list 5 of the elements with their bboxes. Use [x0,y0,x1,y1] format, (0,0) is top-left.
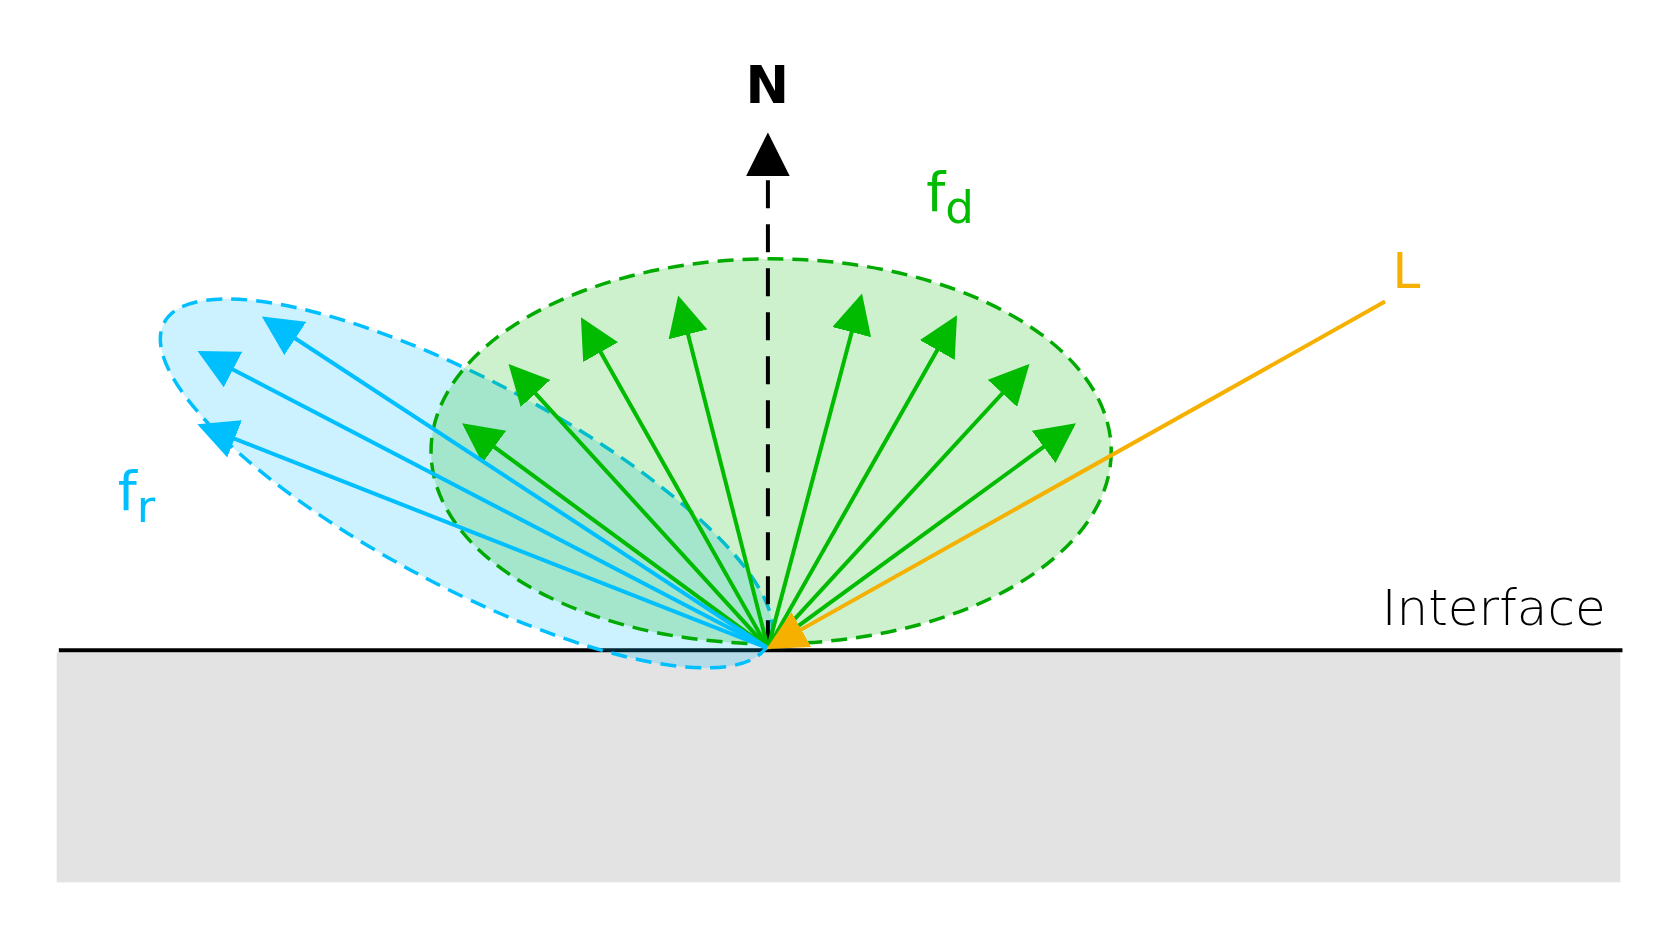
lobe-label: f$_{r}$ [117,465,156,530]
axis-label: N [745,58,789,111]
light-label: L [1392,246,1421,296]
lobe-label: f$_{d}$ [926,165,974,230]
surface-label: Interface [1381,582,1606,633]
